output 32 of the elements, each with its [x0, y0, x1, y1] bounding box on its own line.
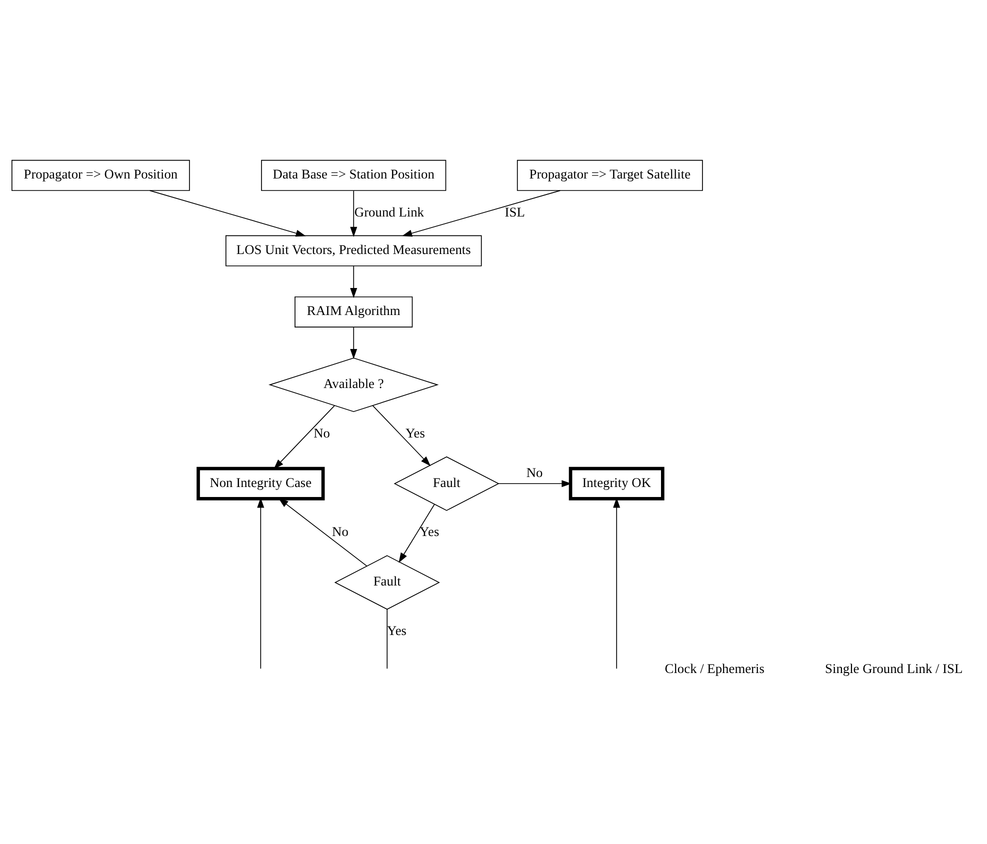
node-diamond: Fault — [334, 554, 440, 610]
edge-label: No — [314, 424, 330, 440]
node-box: Data Base => Station Position — [261, 159, 446, 190]
arrow — [372, 404, 431, 466]
node-diamond: Available ? — [268, 357, 439, 412]
edge-label: Yes — [387, 622, 407, 638]
node-box: LOS Unit Vectors, Predicted Measurements — [225, 234, 482, 266]
connector — [386, 608, 388, 669]
edge-label: Ground Link — [354, 204, 424, 219]
node-box: Propagator => Target Satellite — [516, 159, 703, 190]
arrow — [149, 190, 306, 236]
edge-label: ISL — [504, 204, 525, 219]
arrow — [498, 480, 572, 487]
arrow — [613, 497, 620, 669]
node-box: Integrity OK — [568, 466, 664, 500]
arrow — [402, 190, 561, 236]
node-box: Non Integrity Case — [196, 466, 325, 500]
arrow — [257, 497, 264, 669]
node-box: RAIM Algorithm — [294, 296, 413, 327]
arrow — [350, 326, 358, 359]
arrow — [350, 190, 358, 236]
label: Clock / Ephemeris — [664, 660, 764, 676]
arrow — [398, 503, 435, 562]
arrow — [350, 265, 358, 298]
edge-label: Yes — [405, 424, 425, 440]
arrow — [274, 404, 336, 469]
edge-label: No — [332, 524, 348, 539]
arrow — [278, 498, 368, 566]
edge-label: No — [526, 464, 543, 480]
node-box: Propagator => Own Position — [12, 159, 190, 190]
edge-label: Yes — [420, 524, 440, 539]
label: Single Ground Link / ISL — [825, 660, 963, 676]
